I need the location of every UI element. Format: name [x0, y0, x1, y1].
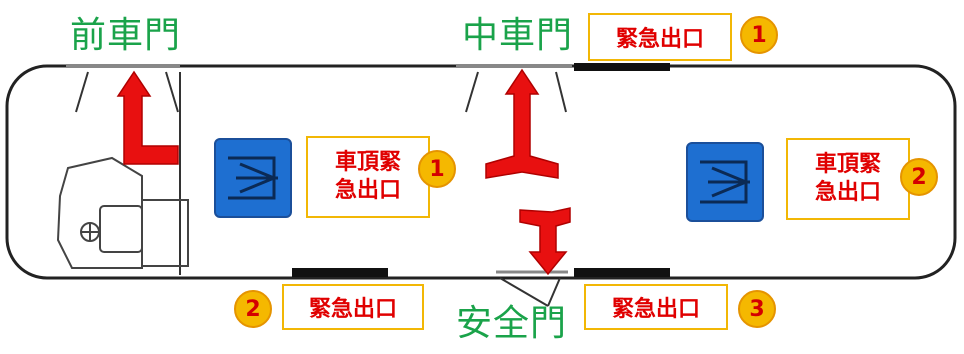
- exit-label-top: 緊急出口: [588, 13, 732, 61]
- roof-hatch-icon: [214, 138, 292, 218]
- exit-label-bottom-right: 緊急出口: [584, 284, 728, 330]
- exit-bar-bottom-left: [292, 268, 388, 277]
- exit-label-roof-2: 車頂緊 急出口: [786, 138, 910, 220]
- exit-arrow-icon: [485, 68, 559, 179]
- front-door-label: 前車門: [70, 15, 182, 56]
- exit-label-line: 急出口: [814, 180, 881, 205]
- middle-door: [456, 64, 572, 113]
- exit-bar-top: [574, 63, 670, 71]
- exit-number-badge: 2: [900, 158, 938, 196]
- exit-label-bottom-left: 緊急出口: [282, 284, 424, 330]
- exit-arrow-icon: [116, 70, 179, 165]
- middle-door-label: 中車門: [462, 15, 574, 56]
- exit-number-badge: 1: [740, 16, 778, 54]
- front-door: [66, 64, 181, 275]
- safety-door-label: 安全門: [456, 303, 568, 344]
- exit-number-badge: 2: [234, 290, 272, 328]
- exit-label-line: 急出口: [334, 178, 401, 203]
- roof-hatch-icon: [686, 142, 764, 222]
- driver-seat-icon: [56, 156, 189, 269]
- exit-number-badge: 3: [738, 290, 776, 328]
- exit-label-line: 車頂緊: [814, 152, 881, 177]
- exit-number-badge: 1: [418, 150, 456, 188]
- exit-bar-bottom-right: [574, 268, 670, 277]
- exit-arrow-icon: [519, 207, 571, 276]
- exit-label-roof-1: 車頂緊 急出口: [306, 136, 430, 218]
- exit-label-line: 車頂緊: [334, 150, 401, 175]
- safety-door: [496, 270, 568, 307]
